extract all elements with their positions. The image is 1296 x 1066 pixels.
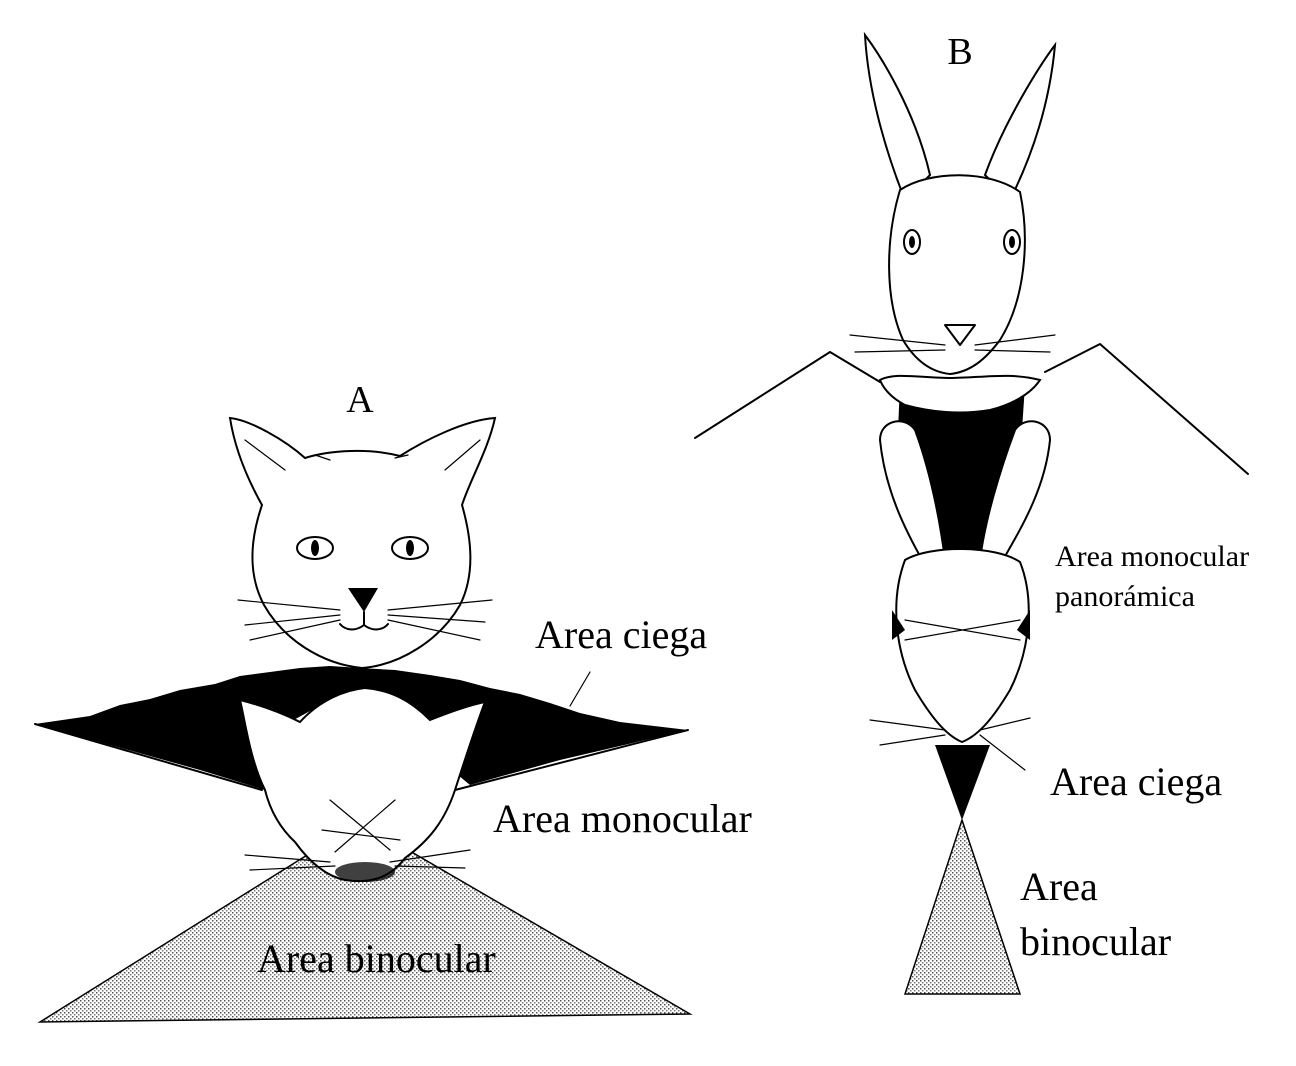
cat-blind-leader [569, 671, 591, 707]
cat-blind-area [35, 666, 688, 790]
panel-a-letter: A [346, 379, 374, 421]
panel-b-letter: B [947, 31, 972, 73]
rabbit-blind-front [935, 745, 990, 820]
rabbit-label-binocular-2: binocular [1020, 919, 1171, 964]
cat-binocular-area [37, 821, 693, 1023]
cat-label-binocular: Area binocular [257, 936, 496, 981]
cat-label-monocular: Area monocular [493, 796, 752, 841]
panel-a: A Area [34, 379, 752, 1023]
rabbit-face-front [849, 31, 1057, 414]
cat-monocular-lines [34, 723, 689, 791]
rabbit-label-monocular-1: Area monocular [1055, 540, 1249, 573]
rabbit-label-blind: Area ciega [1050, 759, 1222, 804]
rabbit-binocular-area [903, 817, 1022, 995]
cat-head-topview [238, 686, 487, 883]
rabbit-monocular-lines [694, 343, 1249, 475]
cat-face-front [228, 416, 497, 670]
cat-label-blind: Area ciega [535, 612, 707, 657]
panel-b: B [694, 31, 1249, 995]
rabbit-label-binocular-1: Area [1020, 864, 1098, 909]
rabbit-head-topview [869, 420, 1052, 771]
rabbit-label-monocular-2: panorámica [1055, 580, 1195, 613]
